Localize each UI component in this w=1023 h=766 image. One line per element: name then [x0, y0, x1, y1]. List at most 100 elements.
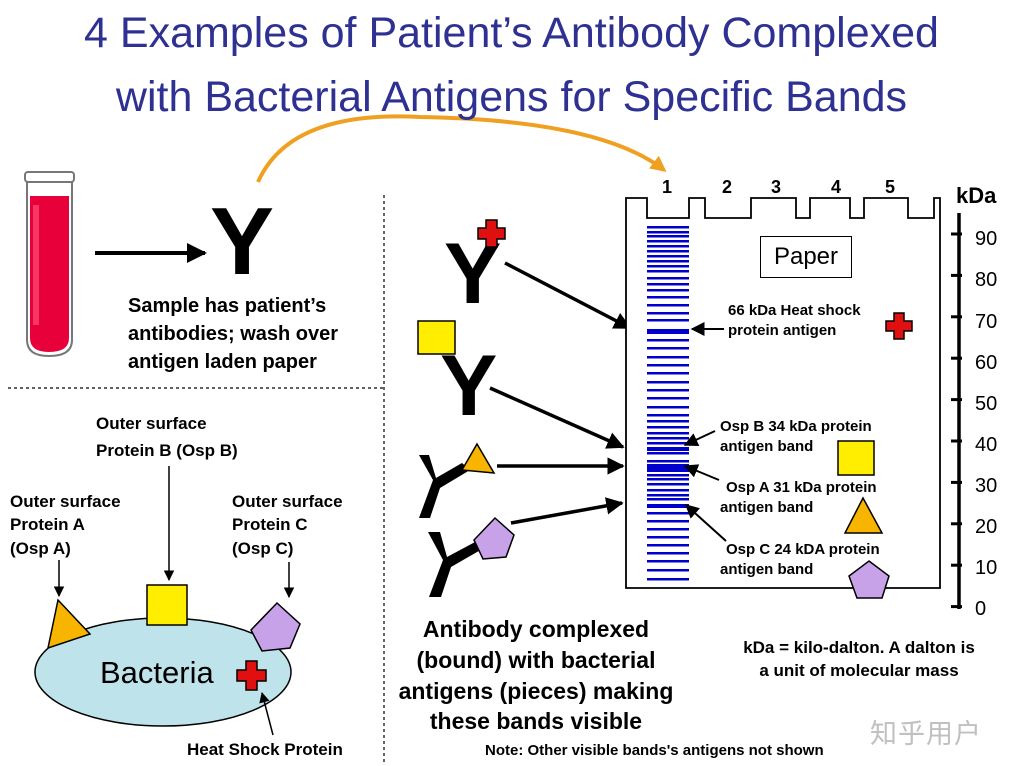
osp-b-band-square-icon [837, 440, 875, 476]
band-line [647, 260, 689, 263]
osp-c-band-label-line-2: antigen band [720, 561, 814, 578]
tick-label: 30 [975, 475, 998, 497]
band-line [647, 277, 689, 280]
band-line [647, 312, 689, 315]
sample-text-line-3: antigen laden paper [128, 351, 317, 373]
band-line [647, 250, 689, 253]
band-line [647, 255, 689, 258]
band-line [647, 569, 689, 572]
band-line [647, 512, 689, 515]
antibody-osp-c-group [428, 516, 515, 597]
heat-shock-band-label-line-2: protein antigen [728, 322, 837, 339]
lane-5-number: 5 [885, 177, 896, 197]
osp-a-label-line-2: Protein A [10, 515, 85, 534]
band-line [647, 339, 689, 342]
band-line [647, 235, 689, 238]
heat-shock-pointer [259, 691, 274, 736]
antibody-y-icon: Y [210, 188, 274, 295]
band-line [647, 296, 689, 299]
osp-a-label-line-3: (Osp A) [10, 539, 71, 558]
heat-shock-cross-icon [236, 660, 267, 691]
band-line [647, 240, 689, 243]
heat-shock-band-cross-icon [885, 312, 913, 340]
kda-scale [951, 213, 962, 609]
watermark: 知乎用户 [870, 719, 982, 749]
heat-shock-band-label-line-1: 66 kDa Heat shock [728, 302, 861, 319]
kda-note-line-1: kDa = kilo-dalton. A dalton is [743, 638, 975, 657]
band-line [647, 231, 689, 234]
osp-c-pentagon-icon [250, 601, 301, 652]
band-line [647, 414, 689, 417]
band-line [647, 226, 689, 229]
band-line [647, 536, 689, 539]
lane-1-bands [647, 226, 689, 581]
antibody-osp-b-group: Y [417, 320, 497, 434]
band-line [647, 329, 689, 334]
band-line [647, 578, 689, 581]
osp-a-band-triangle-icon [843, 496, 884, 534]
caption-line-2: (bound) with bacterial [416, 647, 656, 673]
band-line [647, 420, 689, 423]
sample-text-line-1: Sample has patient’s [128, 295, 327, 317]
wash-over-arrow [256, 114, 667, 183]
bacteria-label: Bacteria [100, 655, 214, 690]
tick-label: 10 [975, 557, 998, 579]
band-line [647, 494, 689, 497]
tick-label: 50 [975, 393, 998, 415]
band-line [647, 289, 689, 292]
band-line [647, 270, 689, 273]
band-line [647, 319, 689, 322]
caption-line-3: antigens (pieces) making [398, 678, 674, 704]
lane-1-number: 1 [662, 177, 673, 197]
band-line [647, 406, 689, 409]
lane-3-number: 3 [771, 177, 782, 197]
band-line [647, 265, 689, 268]
osp-b-square-icon [146, 584, 188, 626]
antibody2-arrow [489, 386, 625, 449]
band-line [647, 468, 689, 472]
caption-line-4: these bands visible [429, 708, 643, 734]
osp-b-band-pointer [683, 430, 716, 447]
band-line [647, 432, 689, 435]
band-line [647, 372, 689, 375]
test-tube-icon [24, 171, 75, 358]
band-line [647, 452, 689, 455]
kda-note-line-2: a unit of molecular mass [759, 661, 959, 680]
title-line-2: with Bacterial Antigens for Specific Ban… [115, 73, 908, 121]
band-line [647, 437, 689, 440]
band-line [647, 304, 689, 307]
osp-b-band-label-line-1: Osp B 34 kDa protein [720, 418, 872, 435]
osp-b-label-line-2: Protein B (Osp B) [96, 441, 238, 460]
svg-text:Y: Y [440, 338, 497, 434]
band-line [647, 442, 689, 445]
band-line [647, 245, 689, 248]
osp-a-label-line-1: Outer surface [10, 492, 121, 511]
band-line [647, 560, 689, 563]
osp-c-label-line-2: Protein C [232, 515, 308, 534]
band-line [647, 474, 689, 477]
lane-4-number: 4 [831, 177, 842, 197]
band-line [647, 397, 689, 400]
osp-c-band-label-line-1: Osp C 24 kDA protein [726, 541, 880, 558]
antibody1-arrow [504, 261, 632, 330]
band-line [647, 520, 689, 523]
kda-unit-label: kDa [956, 183, 997, 208]
band-line [647, 447, 689, 451]
band-line [647, 389, 689, 392]
band-line [647, 464, 689, 469]
tick-label: 0 [975, 598, 987, 620]
band-line [647, 364, 689, 367]
band-line [647, 283, 689, 286]
band-line [647, 460, 689, 463]
band-line [647, 498, 689, 501]
band-line [647, 356, 689, 359]
lane-2-number: 2 [722, 177, 733, 197]
tick-label: 90 [975, 228, 998, 250]
tick-label: 80 [975, 269, 998, 291]
band-line [647, 478, 689, 481]
tick-label: 40 [975, 434, 998, 456]
antibody-heat-shock-group: Y [444, 219, 506, 322]
band-line [647, 528, 689, 531]
osp-a-band-pointer [683, 464, 720, 481]
